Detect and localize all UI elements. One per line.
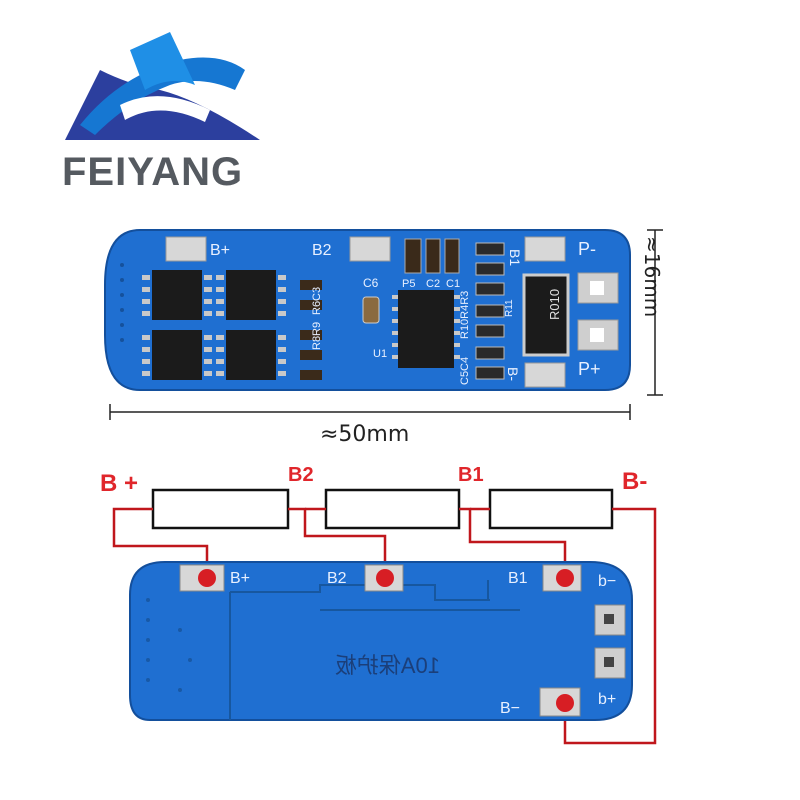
pcb-bottom-view: B+ B2 B1 b− b+ B− 10A保护板 xyxy=(112,488,657,745)
bottom-b-plus-label: B+ xyxy=(230,570,250,587)
bottom-b2-label: B2 xyxy=(327,570,347,587)
b2-label: B2 xyxy=(312,242,332,259)
r10r4r3-label: R10R4R3 xyxy=(459,291,471,339)
pcb-top-view: B+ B2 B1 P- P+ B- R6C3 R8R9 C6 U1 xyxy=(104,229,631,391)
brand-name: FEIYANG xyxy=(62,150,244,194)
r8r9-label: R8R9 xyxy=(311,322,323,350)
svg-text:R010: R010 xyxy=(547,289,562,320)
bottom-b-minus-label: B− xyxy=(500,700,520,717)
wires xyxy=(112,507,657,745)
r6c3-label: R6C3 xyxy=(311,287,323,315)
shunt-resistor xyxy=(522,273,570,357)
c2-label: C2 xyxy=(426,278,440,290)
height-dimension-line xyxy=(647,229,663,396)
wire-b-minus-label: B- xyxy=(622,468,648,495)
u1-chip xyxy=(398,290,454,368)
p-minus-label: P- xyxy=(578,239,596,259)
b-minus-label: B- xyxy=(505,367,521,381)
b-plus-pad: B+ xyxy=(165,236,230,262)
bottom-b-plus-right-label: b+ xyxy=(598,691,616,708)
p5-label: P5 xyxy=(402,278,415,290)
feiyang-logo-icon xyxy=(65,32,260,140)
c5c4-label: C5C4 xyxy=(459,357,471,385)
r11-label: R11 xyxy=(504,299,515,317)
c1-label: C1 xyxy=(446,278,460,290)
p-minus-pad xyxy=(577,272,619,304)
width-dimension-label: ≈50mm xyxy=(320,422,410,447)
mosfet-chips xyxy=(152,270,276,380)
b1-pad xyxy=(524,236,566,262)
height-dimension-label: ≈16mm xyxy=(640,236,664,318)
p-plus-label: P+ xyxy=(578,359,601,379)
c6-label: C6 xyxy=(363,276,379,290)
u1-label: U1 xyxy=(373,348,387,360)
b-minus-pad xyxy=(524,362,566,388)
battery-cells xyxy=(151,488,614,530)
bottom-b1-label: B1 xyxy=(508,570,528,587)
wire-b-plus-label: B + xyxy=(100,470,139,497)
c6-capacitor xyxy=(362,296,380,324)
wire-b2-label: B2 xyxy=(288,464,314,486)
solder-points xyxy=(198,569,574,712)
bottom-b-minus-top-label: b− xyxy=(598,573,616,590)
width-dimension-line xyxy=(109,404,631,420)
wire-b1-label: B1 xyxy=(458,464,484,486)
b1-label: B1 xyxy=(507,249,523,266)
board-marking: 10A保护板 xyxy=(335,653,440,678)
b-plus-label: B+ xyxy=(210,242,230,259)
b2-pad xyxy=(349,236,391,262)
